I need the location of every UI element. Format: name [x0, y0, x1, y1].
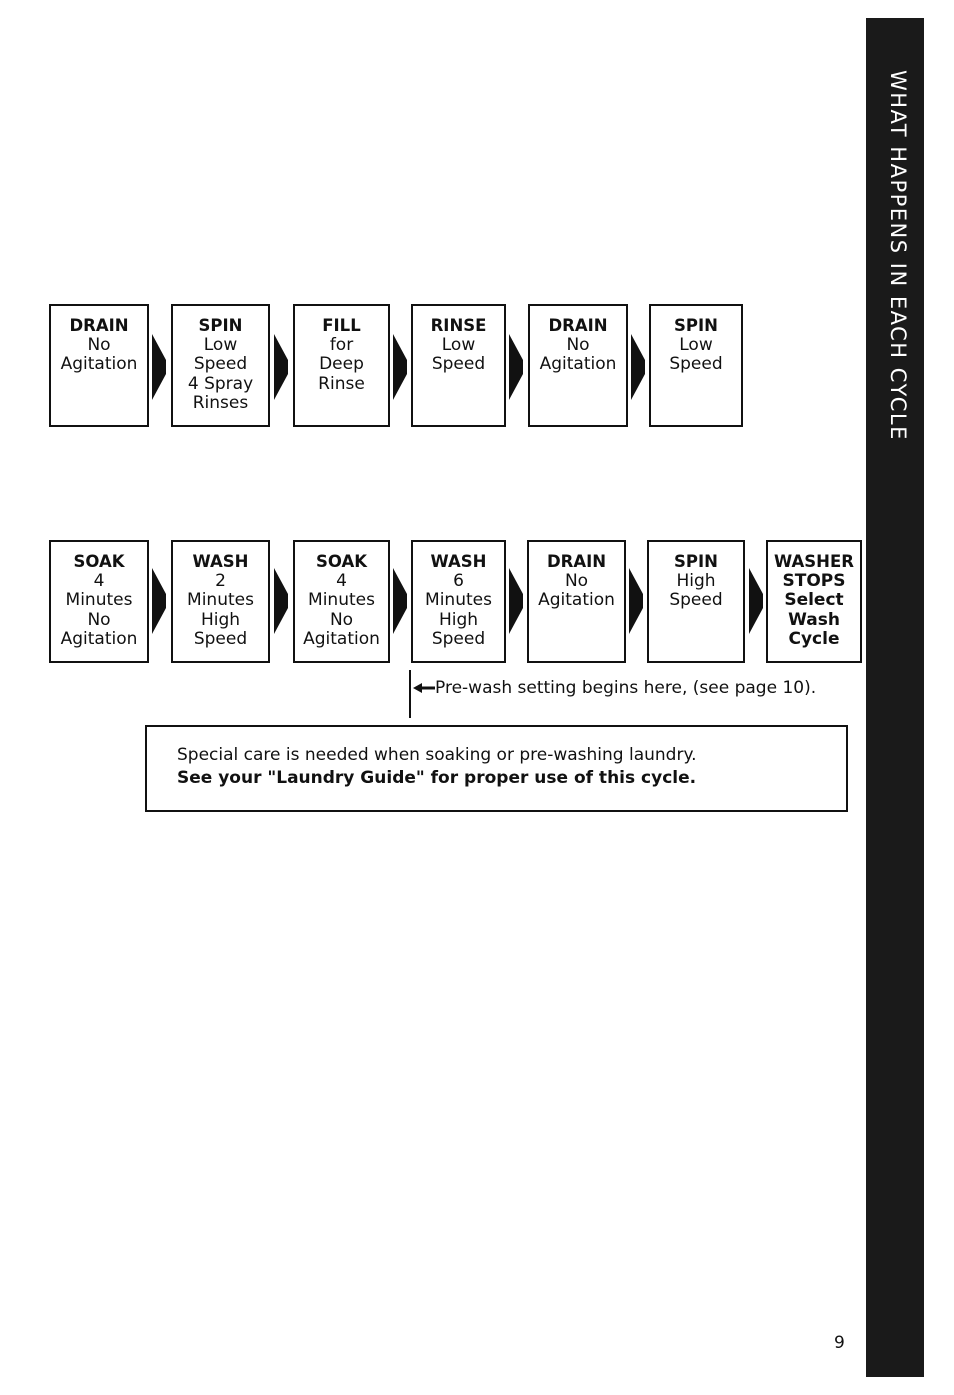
arrow-right-icon	[508, 568, 524, 634]
page-number: 9	[834, 1333, 845, 1353]
arrow-right-icon	[748, 568, 764, 634]
arrow-right-icon	[508, 334, 524, 400]
arrow-right-icon	[273, 568, 289, 634]
prewash-marker-line	[409, 670, 411, 718]
step-spin: SPIN Low Speed	[649, 304, 743, 427]
step-wash: WASH 2 Minutes High Speed	[171, 540, 270, 663]
arrow-right-icon	[392, 334, 408, 400]
arrow-right-icon	[630, 334, 646, 400]
section-tab	[866, 18, 924, 1377]
arrow-left-icon	[413, 682, 435, 694]
arrow-right-icon	[273, 334, 289, 400]
step-drain: DRAIN No Agitation	[528, 304, 628, 427]
section-tab-label: WHAT HAPPENS IN EACH CYCLE	[886, 70, 910, 441]
care-line-1: Special care is needed when soaking or p…	[177, 745, 697, 765]
arrow-right-icon	[151, 568, 167, 634]
care-line-2: See your "Laundry Guide" for proper use …	[177, 768, 697, 788]
step-rinse: RINSE Low Speed	[411, 304, 506, 427]
arrow-right-icon	[392, 568, 408, 634]
step-soak: SOAK 4 Minutes No Agitation	[293, 540, 390, 663]
prewash-note-text: Pre-wash setting begins here, (see page …	[435, 678, 817, 698]
prewash-note: Pre-wash setting begins here, (see page …	[413, 678, 816, 698]
step-drain: DRAIN No Agitation	[527, 540, 626, 663]
step-spin: SPIN Low Speed 4 Spray Rinses	[171, 304, 270, 427]
step-wash: WASH 6 Minutes High Speed	[411, 540, 506, 663]
step-washer-stops: WASHER STOPS Select Wash Cycle	[766, 540, 862, 663]
step-soak: SOAK 4 Minutes No Agitation	[49, 540, 149, 663]
arrow-right-icon	[151, 334, 167, 400]
arrow-right-icon	[628, 568, 644, 634]
step-spin: SPIN High Speed	[647, 540, 745, 663]
special-care-notice: Special care is needed when soaking or p…	[145, 725, 848, 812]
step-drain: DRAIN No Agitation	[49, 304, 149, 427]
step-fill: FILL for Deep Rinse	[293, 304, 390, 427]
